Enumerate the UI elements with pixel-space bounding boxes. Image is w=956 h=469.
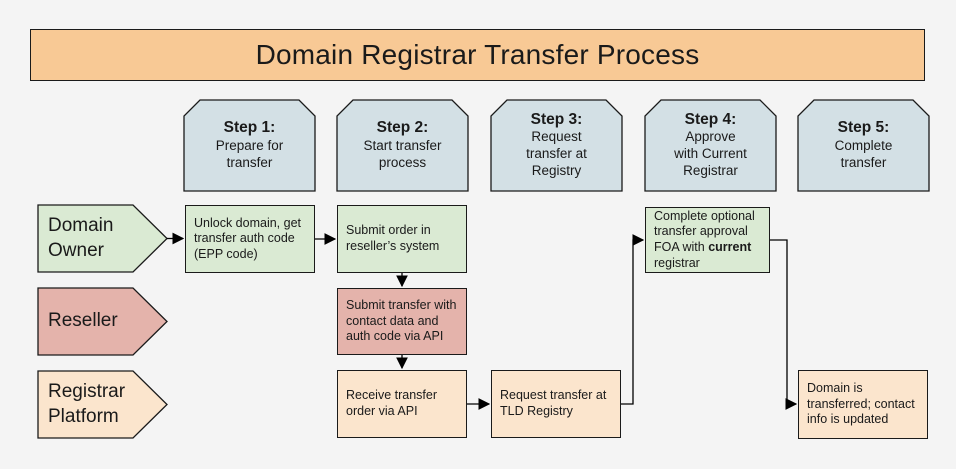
node-text: Submit order in reseller’s system <box>346 223 440 253</box>
node-unlock-domain: Unlock domain, get transfer auth code (E… <box>185 205 315 273</box>
node-foa-approval: Complete optional transfer approval FOA … <box>645 207 770 273</box>
step4-header-shape <box>644 99 777 192</box>
lane-reseller-shape <box>37 287 168 356</box>
node-submit-order: Submit order in reseller’s system <box>337 205 467 273</box>
node-submit-transfer: Submit transfer with contact data and au… <box>337 288 467 355</box>
node-receive-order: Receive transfer order via API <box>337 370 467 438</box>
node-text: Complete optional transfer approval FOA … <box>654 209 761 272</box>
node-text-after: registrar <box>654 255 700 270</box>
diagram-title-banner: Domain Registrar Transfer Process <box>30 29 925 81</box>
node-text: Unlock domain, get transfer auth code (E… <box>194 215 302 261</box>
node-text-before: Complete optional transfer approval FOA … <box>654 208 755 254</box>
step3-header-shape <box>490 99 623 192</box>
node-text: Receive transfer order via API <box>346 388 438 418</box>
node-text: Request transfer at TLD Registry <box>500 388 607 418</box>
lane-domain-owner-shape <box>37 204 168 273</box>
node-request-tld-registry: Request transfer at TLD Registry <box>491 370 621 438</box>
arrow-foa-to-done <box>770 239 798 410</box>
arrow-request-tld-to-foa <box>621 234 645 405</box>
node-text-bold: current <box>708 240 752 254</box>
lane-registrar-platform-shape <box>37 370 168 439</box>
node-domain-transferred: Domain is transferred; contact info is u… <box>798 370 928 439</box>
step2-header-shape <box>336 99 469 192</box>
node-text: Submit transfer with contact data and au… <box>346 298 457 344</box>
diagram-title: Domain Registrar Transfer Process <box>255 39 700 70</box>
step5-header-shape <box>797 99 930 192</box>
step1-header-shape <box>183 99 316 192</box>
node-text: Domain is transferred; contact info is u… <box>807 381 915 427</box>
